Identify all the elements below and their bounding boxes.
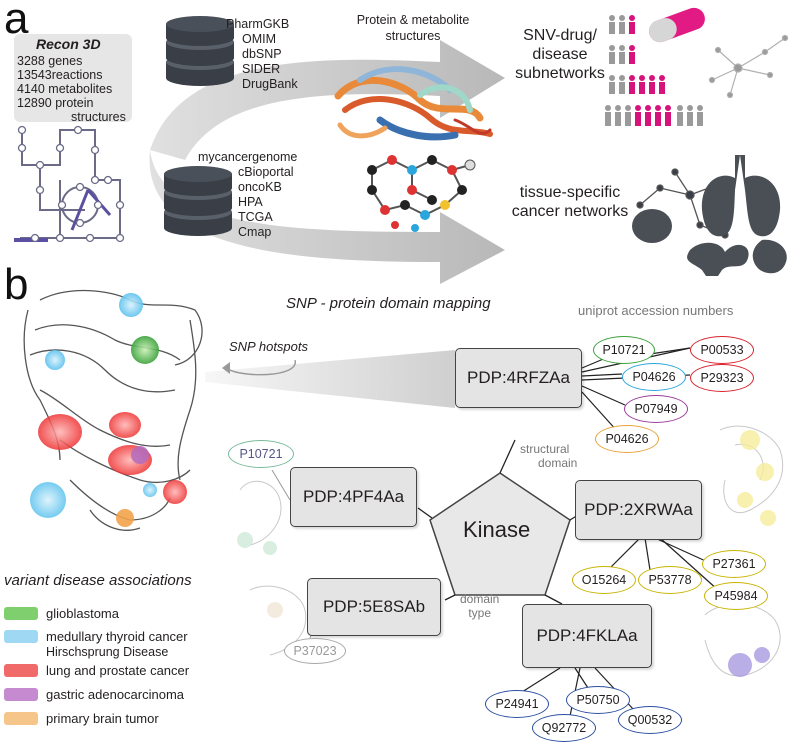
legend-item-gastric: gastric adenocarcinoma — [4, 688, 184, 703]
recon-structures: structures — [71, 110, 126, 124]
uniprot-p53778: P53778 — [638, 566, 702, 594]
tissue-networks-title: tissue-specific cancer networks — [510, 183, 630, 221]
mapping-beam — [205, 350, 455, 408]
legend-label-gastric: gastric adenocarcinoma — [46, 687, 185, 702]
structures-title-line2: structures — [385, 29, 441, 43]
recon-metabolites: 4140 metabolites — [17, 82, 113, 96]
legend-label-glioblastoma: glioblastoma — [46, 606, 119, 621]
legend-item-brain-tumor: primary brain tumor — [4, 712, 159, 727]
uniprot-o15264: O15264 — [572, 566, 636, 594]
legend-item-glioblastoma: glioblastoma — [4, 607, 119, 622]
population-icons — [605, 7, 705, 126]
db-pharmgkb: PharmGKB — [226, 17, 290, 31]
xrwa-uniprot-links — [607, 537, 719, 591]
snv-title-line3: subnetworks — [515, 65, 605, 82]
recon-genes: 3288 genes — [17, 54, 83, 68]
database-cylinder-top — [166, 16, 234, 86]
legend-label-hirschsprung: Hirschsprung Disease — [46, 645, 169, 659]
db-dbsnp: dbSNP — [242, 47, 282, 61]
uniprot-label: uniprot accession numbers — [578, 303, 734, 318]
db-omim: OMIM — [242, 32, 277, 46]
uniprot-p50750: P50750 — [566, 686, 630, 714]
uniprot-p24941: P24941 — [485, 690, 549, 718]
db-drugbank: DrugBank — [242, 77, 298, 91]
uniprot-p10721-pf4a: P10721 — [228, 440, 294, 468]
pentagon-connectors — [417, 439, 579, 605]
pdp-box-4fklaa: PDP:4FKLAa — [522, 604, 652, 668]
snv-title-line2: disease — [532, 46, 588, 63]
hotspot-arrow — [225, 359, 296, 376]
metabolite-structure-image — [367, 155, 476, 232]
db-oncokb: oncoKB — [238, 180, 282, 194]
uniprot-q92772: Q92772 — [532, 714, 596, 742]
uniprot-p00533: P00533 — [690, 336, 754, 364]
legend-swatch-red — [4, 664, 38, 677]
database-cylinder-bottom — [164, 166, 232, 236]
uniprot-p10721-rfza: P10721 — [593, 336, 655, 364]
recon-proteins: 12890 protein — [17, 96, 94, 110]
structures-title-line1: Protein & metabolite — [356, 13, 470, 27]
structures-title: Protein & metabolite structures — [338, 12, 488, 44]
organ-icons — [632, 155, 787, 276]
background-protein-highlights — [237, 430, 776, 677]
network-graph-top — [708, 34, 789, 99]
legend-swatch-purple — [4, 688, 38, 701]
domain-type-line2: type — [468, 606, 492, 620]
db-tcga: TCGA — [238, 210, 273, 224]
domain-type-line1: domain — [460, 592, 500, 606]
uniprot-p04626-orange: P04626 — [595, 425, 659, 453]
uniprot-p37023: P37023 — [284, 638, 346, 664]
tissue-title-line1: tissue-specific — [519, 184, 621, 201]
structural-label-line2: domain — [538, 456, 578, 470]
legend-label-thyroid: medullary thyroid cancer — [46, 629, 188, 644]
db-cbioportal: cBioportal — [238, 165, 294, 179]
pdp-box-2xrwaa: PDP:2XRWAa — [575, 480, 702, 540]
mapping-title: SNP - protein domain mapping — [286, 295, 491, 312]
kinase-pentagon — [429, 472, 571, 596]
database-list-bottom: mycancergenome cBioportal oncoKB HPA TCG… — [198, 150, 297, 240]
db-sider: SIDER — [242, 62, 281, 76]
pdp-box-4rfzaa: PDP:4RFZAa — [455, 348, 582, 408]
protein-structure-image — [334, 66, 493, 141]
db-cmap: Cmap — [238, 225, 272, 239]
db-hpa: HPA — [238, 195, 263, 209]
kinase-label: Kinase — [463, 517, 531, 542]
uniprot-p27361: P27361 — [702, 550, 766, 578]
recon-network-nodes — [17, 125, 125, 243]
legend-swatch-blue — [4, 630, 38, 643]
legend-swatch-orange — [4, 712, 38, 725]
structural-domain-label: structural domain — [520, 442, 577, 470]
snv-title-line1: SNV-drug/ — [523, 27, 597, 44]
panel-b-letter: b — [4, 260, 29, 309]
pdp-box-5e8sab: PDP:5E8SAb — [307, 578, 441, 636]
legend-item-thyroid: medullary thyroid cancer — [4, 630, 188, 645]
db-mycancergenome: mycancergenome — [198, 150, 298, 164]
snv-subnetworks-title: SNV-drug/ disease subnetworks — [505, 26, 615, 83]
recon-summary-box: Recon 3D 3288 genes 13543reactions 4140 … — [14, 34, 132, 124]
legend-swatch-green — [4, 607, 38, 620]
snp-hotspots-label: SNP hotspots — [229, 339, 309, 354]
pf4a-uniprot-link — [271, 469, 291, 501]
structural-label-line1: structural — [520, 442, 570, 456]
legend-title: variant disease associations — [4, 572, 192, 589]
snp-hotspots — [30, 293, 187, 527]
database-list-top: PharmGKB OMIM dbSNP SIDER DrugBank — [226, 17, 298, 92]
recon-reactions: 13543reactions — [17, 68, 103, 82]
tissue-title-line2: cancer networks — [511, 203, 629, 220]
uniprot-p45984: P45984 — [704, 582, 768, 610]
legend-label-brain-tumor: primary brain tumor — [46, 711, 159, 726]
uniprot-q00532: Q00532 — [618, 706, 682, 734]
domain-type-label: domain type — [460, 592, 499, 620]
recon-title: Recon 3D — [36, 36, 101, 52]
legend-item-lung-prostate: lung and prostate cancer — [4, 664, 189, 679]
uniprot-p29323: P29323 — [690, 364, 754, 392]
uniprot-p07949: P07949 — [624, 395, 688, 423]
recon-network-diagram — [14, 129, 121, 242]
legend-label-lung-prostate: lung and prostate cancer — [46, 663, 190, 678]
uniprot-p04626-blue: P04626 — [622, 363, 686, 391]
pdp-box-4pf4aa: PDP:4PF4Aa — [290, 467, 417, 527]
